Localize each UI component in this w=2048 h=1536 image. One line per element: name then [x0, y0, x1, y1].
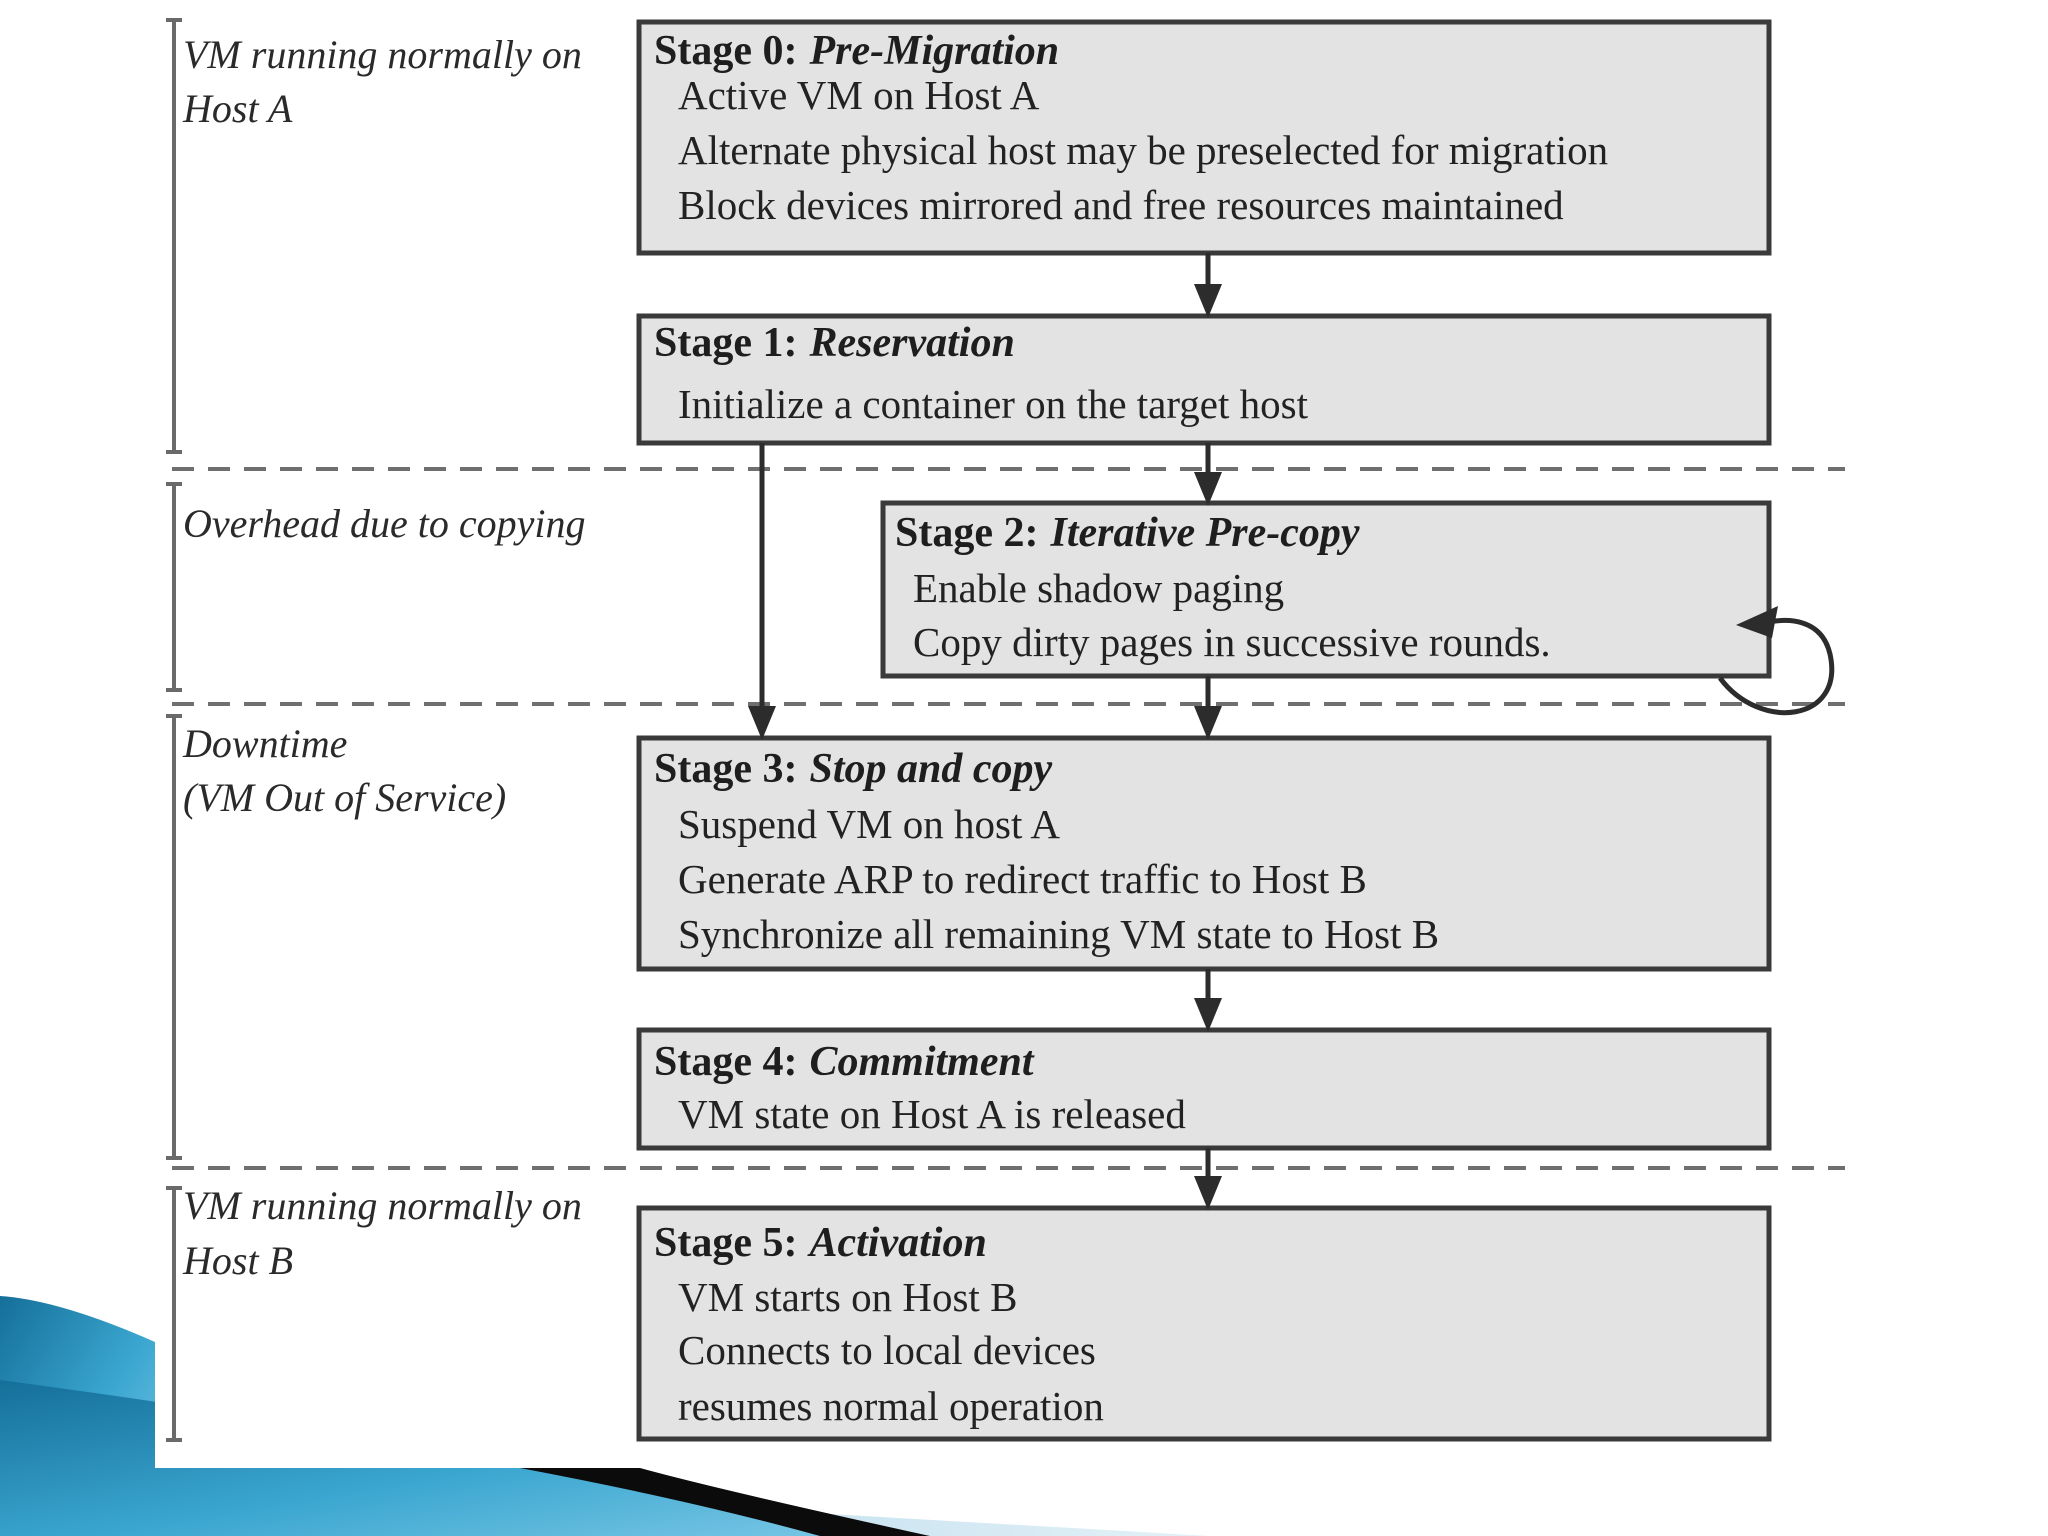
svg-text:Stage 5:Activation: Stage 5:Activation — [654, 1220, 987, 1266]
stage-5-label: Stage 5: — [654, 1220, 797, 1266]
bracket-downtime — [166, 714, 182, 1160]
stage-5-text: Stage 5:Activation VM starts on Host B C… — [654, 1220, 1104, 1429]
svg-text:Stage 2:Iterative Pre-copy: Stage 2:Iterative Pre-copy — [895, 510, 1360, 556]
arrow-stage1-to-stage2 — [1194, 443, 1222, 506]
bracket-overhead — [166, 482, 182, 692]
arrow-stage3-to-stage4 — [1194, 969, 1222, 1032]
stage-5-box — [636, 1205, 1772, 1442]
stage-3-name: Stop and copy — [809, 746, 1052, 792]
arrow-stage4-to-stage5 — [1194, 1148, 1222, 1210]
stage-3-line-3: Synchronize all remaining VM state to Ho… — [678, 911, 1439, 957]
svg-text:Stage 1:Reservation: Stage 1:Reservation — [654, 320, 1015, 366]
stage-3-box — [636, 735, 1772, 972]
phase-label-host-a-line1: VM running normally on — [183, 32, 582, 77]
stage-0-line-1: Active VM on Host A — [678, 72, 1040, 118]
arrow-stage1-to-stage3-bypass — [748, 443, 776, 740]
svg-text:Stage 3:Stop and copy: Stage 3: Stop and copy — [654, 746, 1053, 792]
stage-1-label: Stage 1: — [654, 320, 797, 366]
stage-5-line-3: resumes normal operation — [678, 1383, 1104, 1429]
phase-label-host-a-line2: Host A — [182, 86, 293, 131]
stage-5-line-2: Connects to local devices — [678, 1327, 1096, 1373]
stage-4-name: Commitment — [809, 1039, 1034, 1085]
stage-0-line-2: Alternate physical host may be preselect… — [678, 127, 1608, 173]
stage-4-box — [636, 1027, 1772, 1151]
phase-label-downtime-line1: Downtime — [182, 721, 347, 766]
stage-1-box — [636, 313, 1772, 446]
stage-0-box — [636, 19, 1772, 256]
arrow-stage2-to-stage3 — [1194, 676, 1222, 740]
stage-0-label: Stage 0: — [654, 28, 797, 74]
stage-1-text: Stage 1:Reservation Initialize a contain… — [654, 320, 1309, 427]
stage-2-line-1: Enable shadow paging — [913, 565, 1284, 611]
phase-brackets — [166, 18, 182, 1442]
phase-label-downtime-line2: (VM Out of Service) — [183, 775, 506, 820]
phase-label-host-b-line2: Host B — [182, 1238, 293, 1283]
stage-3-text: Stage 3: Stop and copy Suspend VM on host… — [654, 746, 1439, 957]
stage-2-text: Stage 2:Iterative Pre-copy Enable shadow… — [895, 510, 1551, 665]
svg-text:Stage 0:Pre-Migration: Stage 0:Pre-Migration — [654, 28, 1059, 74]
stage-4-label: Stage 4: — [654, 1039, 797, 1085]
stage-2-box — [880, 500, 1772, 679]
iteration-loop-arrow — [1717, 606, 1835, 715]
stage-5-name: Activation — [806, 1220, 986, 1266]
phase-label-overhead: Overhead due to copying — [183, 501, 585, 546]
stage-0-text: Stage 0:Pre-Migration Active VM on Host … — [654, 28, 1608, 228]
phase-labels: VM running normally on Host A Overhead d… — [182, 32, 585, 1283]
stage-2-label: Stage 2: — [895, 510, 1038, 556]
phase-dividers — [172, 467, 1845, 1170]
stage-0-line-3: Block devices mirrored and free resource… — [678, 182, 1564, 228]
stage-1-line-1: Initialize a container on the target hos… — [678, 381, 1309, 427]
svg-text:Stage 4:Commitment: Stage 4: Commitment — [654, 1039, 1035, 1085]
arrow-stage0-to-stage1 — [1194, 253, 1222, 318]
stage-4-text: Stage 4: Commitment VM state on Host A is… — [654, 1039, 1186, 1137]
stage-2-line-2: Copy dirty pages in successive rounds. — [913, 619, 1551, 665]
stage-5-line-1: VM starts on Host B — [678, 1274, 1017, 1320]
stage-4-line-1: VM state on Host A is released — [678, 1091, 1186, 1137]
bracket-host-b — [166, 1186, 182, 1442]
stage-0-name: Pre-Migration — [808, 28, 1059, 74]
stage-3-line-1: Suspend VM on host A — [678, 801, 1060, 847]
phase-label-host-b-line1: VM running normally on — [183, 1183, 582, 1228]
bracket-host-a — [166, 18, 182, 454]
flow-arrows — [748, 253, 1835, 1210]
stage-2-name: Iterative Pre-copy — [1049, 510, 1359, 556]
stage-3-line-2: Generate ARP to redirect traffic to Host… — [678, 856, 1367, 902]
stage-1-name: Reservation — [808, 320, 1014, 366]
stage-3-label: Stage 3: — [654, 746, 797, 792]
